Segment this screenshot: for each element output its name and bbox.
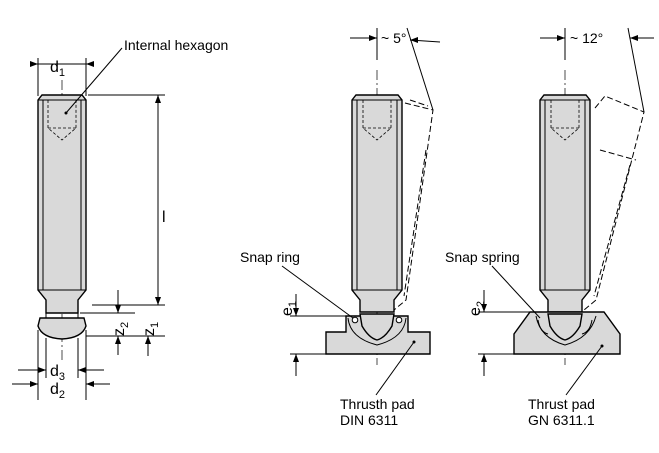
middle-view-din: ~ 5° Snap ring e1 Thrusth pad DIN 6311 bbox=[240, 27, 441, 428]
internal-hexagon-leader-dot bbox=[64, 111, 68, 115]
middle-tilted-thread bbox=[403, 149, 427, 297]
middle-pin-body bbox=[351, 94, 403, 313]
e2-label: e2 bbox=[467, 301, 487, 316]
d2-arrow-r bbox=[86, 381, 94, 387]
right-tilted-outline bbox=[583, 95, 645, 311]
e2-arrow-top bbox=[481, 304, 487, 312]
angle12-inclined bbox=[627, 27, 645, 113]
d2-label: d2 bbox=[50, 381, 65, 401]
d1-label: d1 bbox=[50, 59, 65, 79]
right-ball-tip bbox=[547, 313, 583, 341]
snap-ring-label: Snap ring bbox=[240, 249, 300, 265]
angle12-arrow-l bbox=[557, 35, 565, 41]
angle5-arrow-l bbox=[369, 35, 377, 41]
gn-pad-label-line1: Thrust pad bbox=[528, 396, 595, 412]
snap-spring-r bbox=[581, 319, 593, 335]
right-tilted-chamfer bbox=[599, 149, 637, 161]
left-pin-body bbox=[37, 94, 87, 314]
snap-spring-leader bbox=[491, 265, 541, 319]
z2-arrow-bottom bbox=[115, 336, 121, 344]
angle5-label: ~ 5° bbox=[381, 30, 406, 46]
left-view-pin: d1 Internal hexagon l z2 z1 d3 bbox=[12, 37, 228, 401]
d1-arrow-l bbox=[30, 61, 38, 67]
middle-tilted-outline bbox=[393, 102, 434, 311]
right-hexagon-hidden bbox=[550, 100, 580, 141]
internal-hexagon-leader bbox=[65, 47, 123, 114]
d3-label: d3 bbox=[50, 363, 65, 383]
e1-label: e1 bbox=[279, 301, 299, 316]
e1-arrow-top bbox=[293, 308, 299, 316]
e1-arrow-bottom bbox=[293, 354, 299, 362]
right-view-gn: ~ 12° Snap spring e2 Thrust pad GN 6311.… bbox=[445, 27, 654, 428]
d1-arrow-r bbox=[86, 61, 94, 67]
gn-pad-label-line2: GN 6311.1 bbox=[528, 412, 595, 428]
z1-label: z1 bbox=[141, 322, 161, 336]
angle5-inclined bbox=[406, 27, 434, 111]
l-label: l bbox=[162, 209, 166, 226]
internal-hexagon-label: Internal hexagon bbox=[124, 37, 228, 53]
snap-ring-section-l bbox=[351, 316, 359, 324]
din-pad-label-line2: DIN 6311 bbox=[340, 412, 398, 428]
middle-tilted-top bbox=[409, 99, 429, 107]
z2-arrow-top bbox=[115, 305, 121, 313]
z1-arrow-bottom bbox=[145, 336, 151, 344]
angle5-arrow-r bbox=[410, 37, 418, 43]
left-ball-tip bbox=[37, 317, 87, 340]
angle12-label: ~ 12° bbox=[570, 30, 603, 46]
d3-arrow-l bbox=[38, 367, 46, 373]
din-pad-cavity bbox=[347, 317, 407, 346]
l-arrow-top bbox=[155, 95, 161, 103]
snap-spring-label: Snap spring bbox=[445, 249, 520, 265]
snap-ring-leader bbox=[281, 265, 354, 319]
left-hexagon-hidden bbox=[47, 100, 77, 141]
snap-spring-l bbox=[537, 319, 549, 335]
z2-label: z2 bbox=[111, 322, 131, 336]
snap-ring-section-r bbox=[395, 316, 403, 324]
d3-arrow-r bbox=[78, 367, 86, 373]
e2-arrow-bottom bbox=[481, 354, 487, 362]
right-tilted-thread bbox=[593, 164, 631, 297]
middle-hexagon-hidden bbox=[362, 100, 392, 141]
angle12-arrow-r bbox=[630, 35, 638, 41]
d2-arrow-l bbox=[30, 381, 38, 387]
right-pin-body bbox=[539, 94, 591, 313]
middle-ball-tip bbox=[359, 313, 395, 341]
din-pad-leader bbox=[375, 341, 415, 396]
l-arrow-bottom bbox=[155, 297, 161, 305]
din-pad-label-line1: Thrusth pad bbox=[340, 396, 415, 412]
gn-pad-leader bbox=[565, 345, 603, 396]
